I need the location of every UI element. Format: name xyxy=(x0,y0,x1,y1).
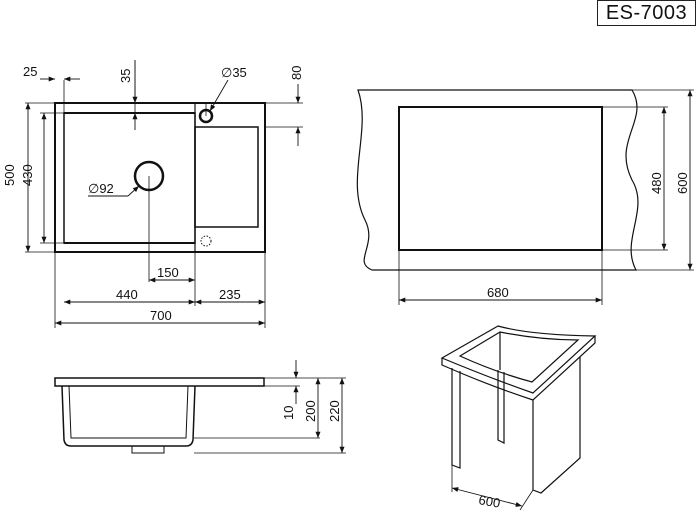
dim-right-offset: 80 xyxy=(289,66,304,80)
bowl-section-inner xyxy=(68,385,189,439)
side-dimension-lines xyxy=(293,360,345,453)
dim-depth-inner: 430 xyxy=(20,164,35,186)
dim-cabinet-width: 600 xyxy=(477,492,501,511)
cabinet-top xyxy=(440,325,597,394)
cabinet-labels: 600 xyxy=(477,492,501,511)
dim-cabinet-depth: 600 xyxy=(675,172,690,194)
cabinet-right-side xyxy=(532,357,581,494)
dim-drain: ∅92 xyxy=(88,181,114,196)
dim-cut-width: 680 xyxy=(487,285,509,300)
dim-drain-offset: 150 xyxy=(157,265,179,280)
cabinet-dimension-lines xyxy=(451,487,523,507)
bowl-section xyxy=(61,385,196,447)
model-label: ES-7003 xyxy=(597,0,696,26)
top-view-extension-lines xyxy=(25,60,303,328)
cabinet-view xyxy=(440,325,597,511)
dim-bowl-depth: 200 xyxy=(303,400,318,422)
cutout-labels: 480 600 680 xyxy=(487,172,690,300)
cabinet-top-thickness xyxy=(441,336,596,401)
dim-faucet-hole: ∅35 xyxy=(221,65,247,80)
cutout-extension-lines xyxy=(398,89,694,305)
dim-drainboard-width: 235 xyxy=(219,287,241,302)
countertop-outline xyxy=(356,89,639,271)
cabinet-back-side xyxy=(497,370,505,444)
top-view-labels: 25 35 ∅35 80 500 430 ∅92 150 440 235 700 xyxy=(2,64,304,323)
cutout-dimension-lines xyxy=(399,90,693,303)
dim-rim: 10 xyxy=(281,406,296,420)
side-view xyxy=(54,360,346,454)
drain-outlet xyxy=(131,445,165,454)
dim-top-margin: 35 xyxy=(118,69,133,83)
dim-total-height: 220 xyxy=(327,400,342,422)
cabinet-left-side xyxy=(451,368,461,469)
side-extension-lines xyxy=(194,377,346,454)
top-view-dimension-lines xyxy=(25,76,301,326)
bowl-outline xyxy=(63,112,196,244)
cutout-rect xyxy=(398,106,603,251)
sink-outline xyxy=(54,102,266,253)
side-profile-outline xyxy=(54,377,265,387)
dim-depth-outer: 500 xyxy=(2,164,17,186)
dim-edge-offset: 25 xyxy=(23,64,37,79)
dim-cut-height: 480 xyxy=(649,172,664,194)
overflow-hole-icon xyxy=(200,235,212,247)
top-view xyxy=(25,60,303,328)
dim-bowl-width: 440 xyxy=(116,287,138,302)
drainboard-outline xyxy=(194,126,259,228)
cabinet-top-inner xyxy=(458,331,580,383)
side-labels: 10 200 220 xyxy=(281,400,342,422)
dim-total-width: 700 xyxy=(150,308,172,323)
cutout-view xyxy=(356,89,694,305)
